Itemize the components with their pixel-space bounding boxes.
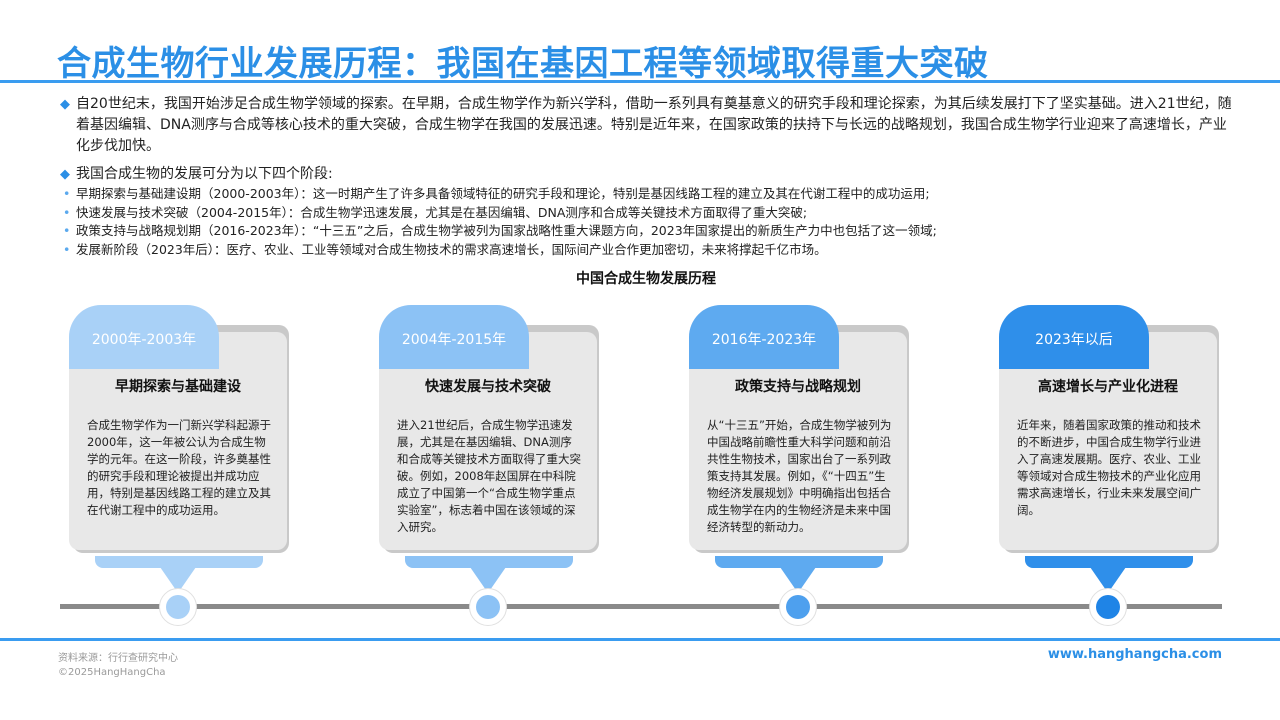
stage-text: 发展新阶段（2023年后）：医疗、农业、工业等领域对合成生物技术的需求高速增长，… [76, 241, 827, 257]
card-heading: 早期探索与基础建设 [115, 379, 241, 395]
page-title: 合成生物行业发展历程：我国在基因工程等领域取得重大突破 [57, 44, 989, 84]
card-body: 从“十三五”开始，合成生物学被列为中国战略前瞻性重大科学问题和前沿共性生物技术，… [707, 418, 892, 534]
card-period-tab [689, 305, 839, 369]
source-note: 资料来源：行行查研究中心 [58, 653, 178, 664]
bullet-dot-icon: • [63, 223, 71, 238]
card-body: 合成生物学作为一门新兴学科起源于2000年，这一年被公认为合成生物学的元年。在这… [87, 418, 271, 517]
card-heading: 快速发展与技术突破 [425, 379, 551, 395]
stage-text: 政策支持与战略规划期（2016-2023年）：“十三五”之后，合成生物学被列为国… [76, 223, 937, 238]
card-period: 2016年-2023年 [711, 332, 817, 348]
timeline-node-3 [779, 588, 817, 626]
footer-divider [0, 638, 1280, 641]
timeline-title: 中国合成生物发展历程 [576, 271, 716, 287]
timeline-card-2: 2004年-2015年 快速发展与技术突破 进入21世纪后，合成生物学迅速发展，… [379, 305, 601, 595]
bullet-dot-icon: • [63, 204, 71, 220]
card-body: 近年来，随着国家政策的推动和技术的不断进步，中国合成生物学行业进入了高速发展期。… [1017, 418, 1201, 517]
card-period-tab [69, 305, 219, 369]
stages-heading: ◆ 我国合成生物的发展可分为以下四个阶段: [60, 164, 1240, 185]
card-foot-bar [95, 556, 263, 568]
diamond-bullet-icon: ◆ [60, 167, 70, 182]
timeline-node-1 [159, 588, 197, 626]
timeline-node-2 [469, 588, 507, 626]
header-divider [0, 80, 1280, 83]
card-foot-bar [715, 556, 883, 568]
card-period-tab [379, 305, 529, 369]
card-foot-bar [405, 556, 573, 568]
timeline-axis [60, 604, 1222, 609]
card-foot-bar [1025, 556, 1193, 568]
timeline-node-dot [166, 595, 190, 619]
intro-paragraph: ◆ 自20世纪末，我国开始涉足合成生物学领域的探索。在早期，合成生物学作为新兴学… [60, 94, 1240, 157]
timeline-card-3: 2016年-2023年 政策支持与战略规划 从“十三五”开始，合成生物学被列为中… [689, 305, 911, 595]
bullet-dot-icon: • [63, 241, 71, 257]
list-item: • 发展新阶段（2023年后）：医疗、农业、工业等领域对合成生物技术的需求高速增长… [60, 241, 1250, 260]
timeline-node-dot [1096, 595, 1120, 619]
card-period: 2004年-2015年 [401, 332, 507, 348]
timeline-node-4 [1089, 588, 1127, 626]
timeline-card-4: 2023年以后 高速增长与产业化进程 近年来，随着国家政策的推动和技术的不断进步… [999, 305, 1221, 595]
stages-heading-text: 我国合成生物的发展可分为以下四个阶段: [76, 166, 333, 182]
card-period-tab [999, 305, 1149, 369]
stage-text: 快速发展与技术突破（2004-2015年）：合成生物学迅速发展，尤其是在基因编辑… [76, 204, 808, 220]
list-item: • 早期探索与基础建设期（2000-2003年）：这一时期产生了许多具备领域特征的… [60, 185, 1250, 204]
copyright-note: ©2025HangHangCha [58, 667, 166, 678]
timeline-node-dot [476, 595, 500, 619]
stage-list: • 早期探索与基础建设期（2000-2003年）：这一时期产生了许多具备领域特征的… [60, 185, 1250, 259]
card-period: 2000年-2003年 [91, 332, 197, 348]
intro-text: 自20世纪末，我国开始涉足合成生物学领域的探索。在早期，合成生物学作为新兴学科，… [76, 96, 1232, 154]
bullet-dot-icon: • [63, 186, 71, 201]
stage-text: 早期探索与基础建设期（2000-2003年）：这一时期产生了许多具备领域特征的研… [76, 186, 930, 201]
timeline-node-dot [786, 595, 810, 619]
card-body: 进入21世纪后，合成生物学迅速发展，尤其是在基因编辑、DNA测序和合成等关键技术… [397, 418, 581, 534]
list-item: • 快速发展与技术突破（2004-2015年）：合成生物学迅速发展，尤其是在基因编… [60, 204, 1250, 223]
list-item: • 政策支持与战略规划期（2016-2023年）：“十三五”之后，合成生物学被列为… [60, 222, 1250, 241]
site-link[interactable]: www.hanghangcha.com [1047, 647, 1222, 662]
timeline-card-1: 2000年-2003年 早期探索与基础建设 合成生物学作为一门新兴学科起源于20… [69, 305, 291, 595]
card-heading: 高速增长与产业化进程 [1038, 379, 1178, 395]
card-heading: 政策支持与战略规划 [735, 379, 861, 395]
diamond-bullet-icon: ◆ [60, 97, 70, 112]
card-period: 2023年以后 [1035, 332, 1113, 348]
